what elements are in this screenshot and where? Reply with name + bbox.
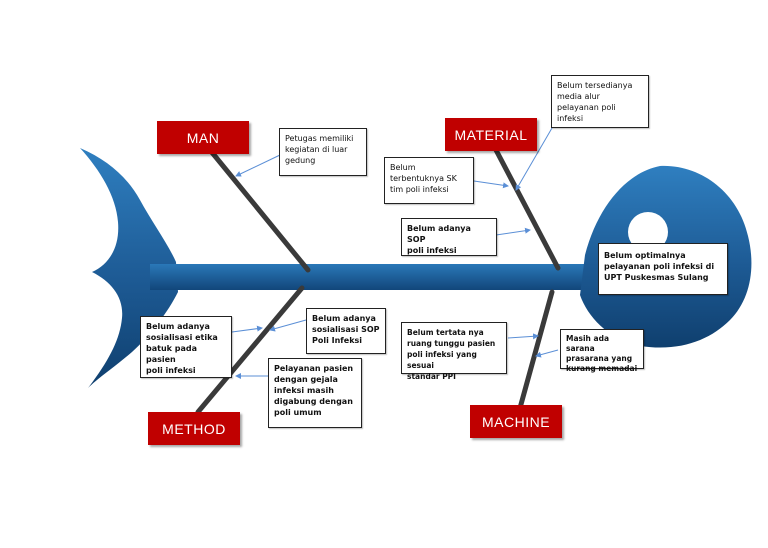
category-material: MATERIAL	[445, 118, 537, 151]
arrow-material-2	[473, 180, 509, 189]
bone-man	[207, 147, 311, 273]
cause-box-machine-1: Belum tertata nya ruang tunggu pasien po…	[401, 322, 507, 381]
cause-text: Belum adanya sosialisasi etika batuk pad…	[146, 322, 218, 375]
cause-box-material-3: Belum adanya SOP poli infeksi	[401, 218, 497, 256]
cause-text: Petugas memiliki kegiatan di luar gedung	[285, 134, 354, 165]
fish-spine	[150, 264, 600, 290]
category-method: METHOD	[148, 412, 240, 445]
cause-box-material-1: Belum tersedianya media alur pelayanan p…	[551, 75, 649, 128]
cause-box-method-3: Pelayanan pasien dengan gejala infeksi m…	[268, 358, 362, 428]
cause-text: Belum adanya sosialisasi SOP Poli Infeks…	[312, 314, 380, 345]
bone-machine	[517, 289, 555, 411]
category-machine: MACHINE	[470, 405, 562, 438]
cause-text: Belum tertata nya ruang tunggu pasien po…	[407, 328, 496, 381]
cause-text: Masih ada sarana prasarana yang kurang m…	[566, 334, 638, 373]
cause-text: Belum adanya SOP poli infeksi	[407, 224, 471, 255]
arrow-material-1	[515, 127, 553, 191]
arrow-machine-1	[507, 333, 539, 340]
fish-eye	[628, 212, 668, 252]
arrow-method-2	[269, 319, 307, 332]
cause-text: Pelayanan pasien dengan gejala infeksi m…	[274, 364, 354, 417]
arrow-method-1	[231, 325, 263, 333]
arrow-man-1	[235, 154, 281, 177]
bone-method	[195, 285, 305, 415]
cause-box-method-1: Belum adanya sosialisasi etika batuk pad…	[140, 316, 232, 378]
cause-text: Belum tersedianya media alur pelayanan p…	[557, 81, 633, 123]
cause-box-method-2: Belum adanya sosialisasi SOP Poli Infeks…	[306, 308, 386, 354]
arrow-machine-2	[535, 349, 559, 358]
cause-box-machine-2: Masih ada sarana prasarana yang kurang m…	[560, 329, 644, 373]
cause-box-material-2: Belum terbentuknya SK tim poli infeksi	[384, 157, 474, 204]
effect-text: Belum optimalnya pelayanan poli infeksi …	[604, 251, 715, 282]
cause-text: Belum terbentuknya SK tim poli infeksi	[390, 163, 457, 194]
effect-box: Belum optimalnya pelayanan poli infeksi …	[598, 243, 728, 295]
arrow-material-3	[495, 227, 531, 236]
category-man: MAN	[157, 121, 249, 154]
bone-material	[493, 147, 561, 271]
cause-box-man-1: Petugas memiliki kegiatan di luar gedung	[279, 128, 367, 176]
